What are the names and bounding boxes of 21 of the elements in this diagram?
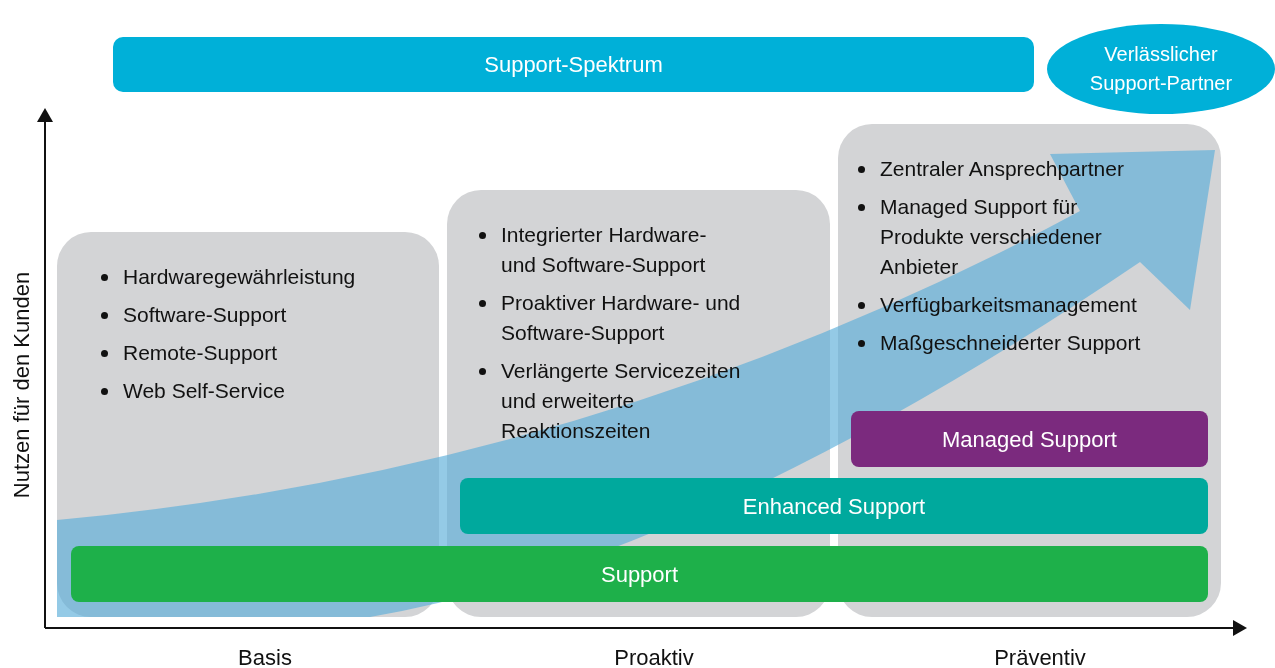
level-bar: Managed Support — [851, 411, 1208, 467]
bullet-text: Hardwaregewährleistung — [123, 264, 356, 290]
bullet-text: Remote-Support — [123, 340, 278, 366]
bullet-text: Verlängerte Servicezeiten und erweiterte Reaktionszeiten — [501, 358, 741, 444]
axis-category-label: Basis — [238, 645, 292, 668]
axis-category-label: Proaktiv — [614, 645, 694, 668]
growth-arrow — [57, 150, 1215, 617]
bullet-text: Verfügbarkeitsmanagement — [880, 292, 1137, 318]
level-bar: Support — [71, 546, 1208, 602]
bullet-text: Web Self-Service — [123, 378, 285, 404]
bullet-text: Managed Support für Produkte verschiedener Anbieter — [880, 194, 1103, 280]
bullet-text: Zentraler Ansprechpartner — [880, 156, 1124, 182]
bullet-text: Integrierter Hardware- und Software-Support — [501, 222, 708, 278]
bullet-text: Maßgeschneiderter Support — [880, 330, 1141, 356]
axis-category-label: Präventiv — [994, 645, 1086, 668]
axis-label: Nutzen für den Kunden — [9, 271, 35, 499]
bullet-text: Software-Support — [123, 302, 287, 328]
ellipse-badge: Verlässlicher Support-Partner — [1047, 24, 1275, 114]
level-bar: Support-Spektrum — [113, 37, 1034, 92]
bullet-text: Proaktiver Hardware- und Software-Support — [501, 290, 741, 346]
level-bar: Enhanced Support — [460, 478, 1208, 534]
